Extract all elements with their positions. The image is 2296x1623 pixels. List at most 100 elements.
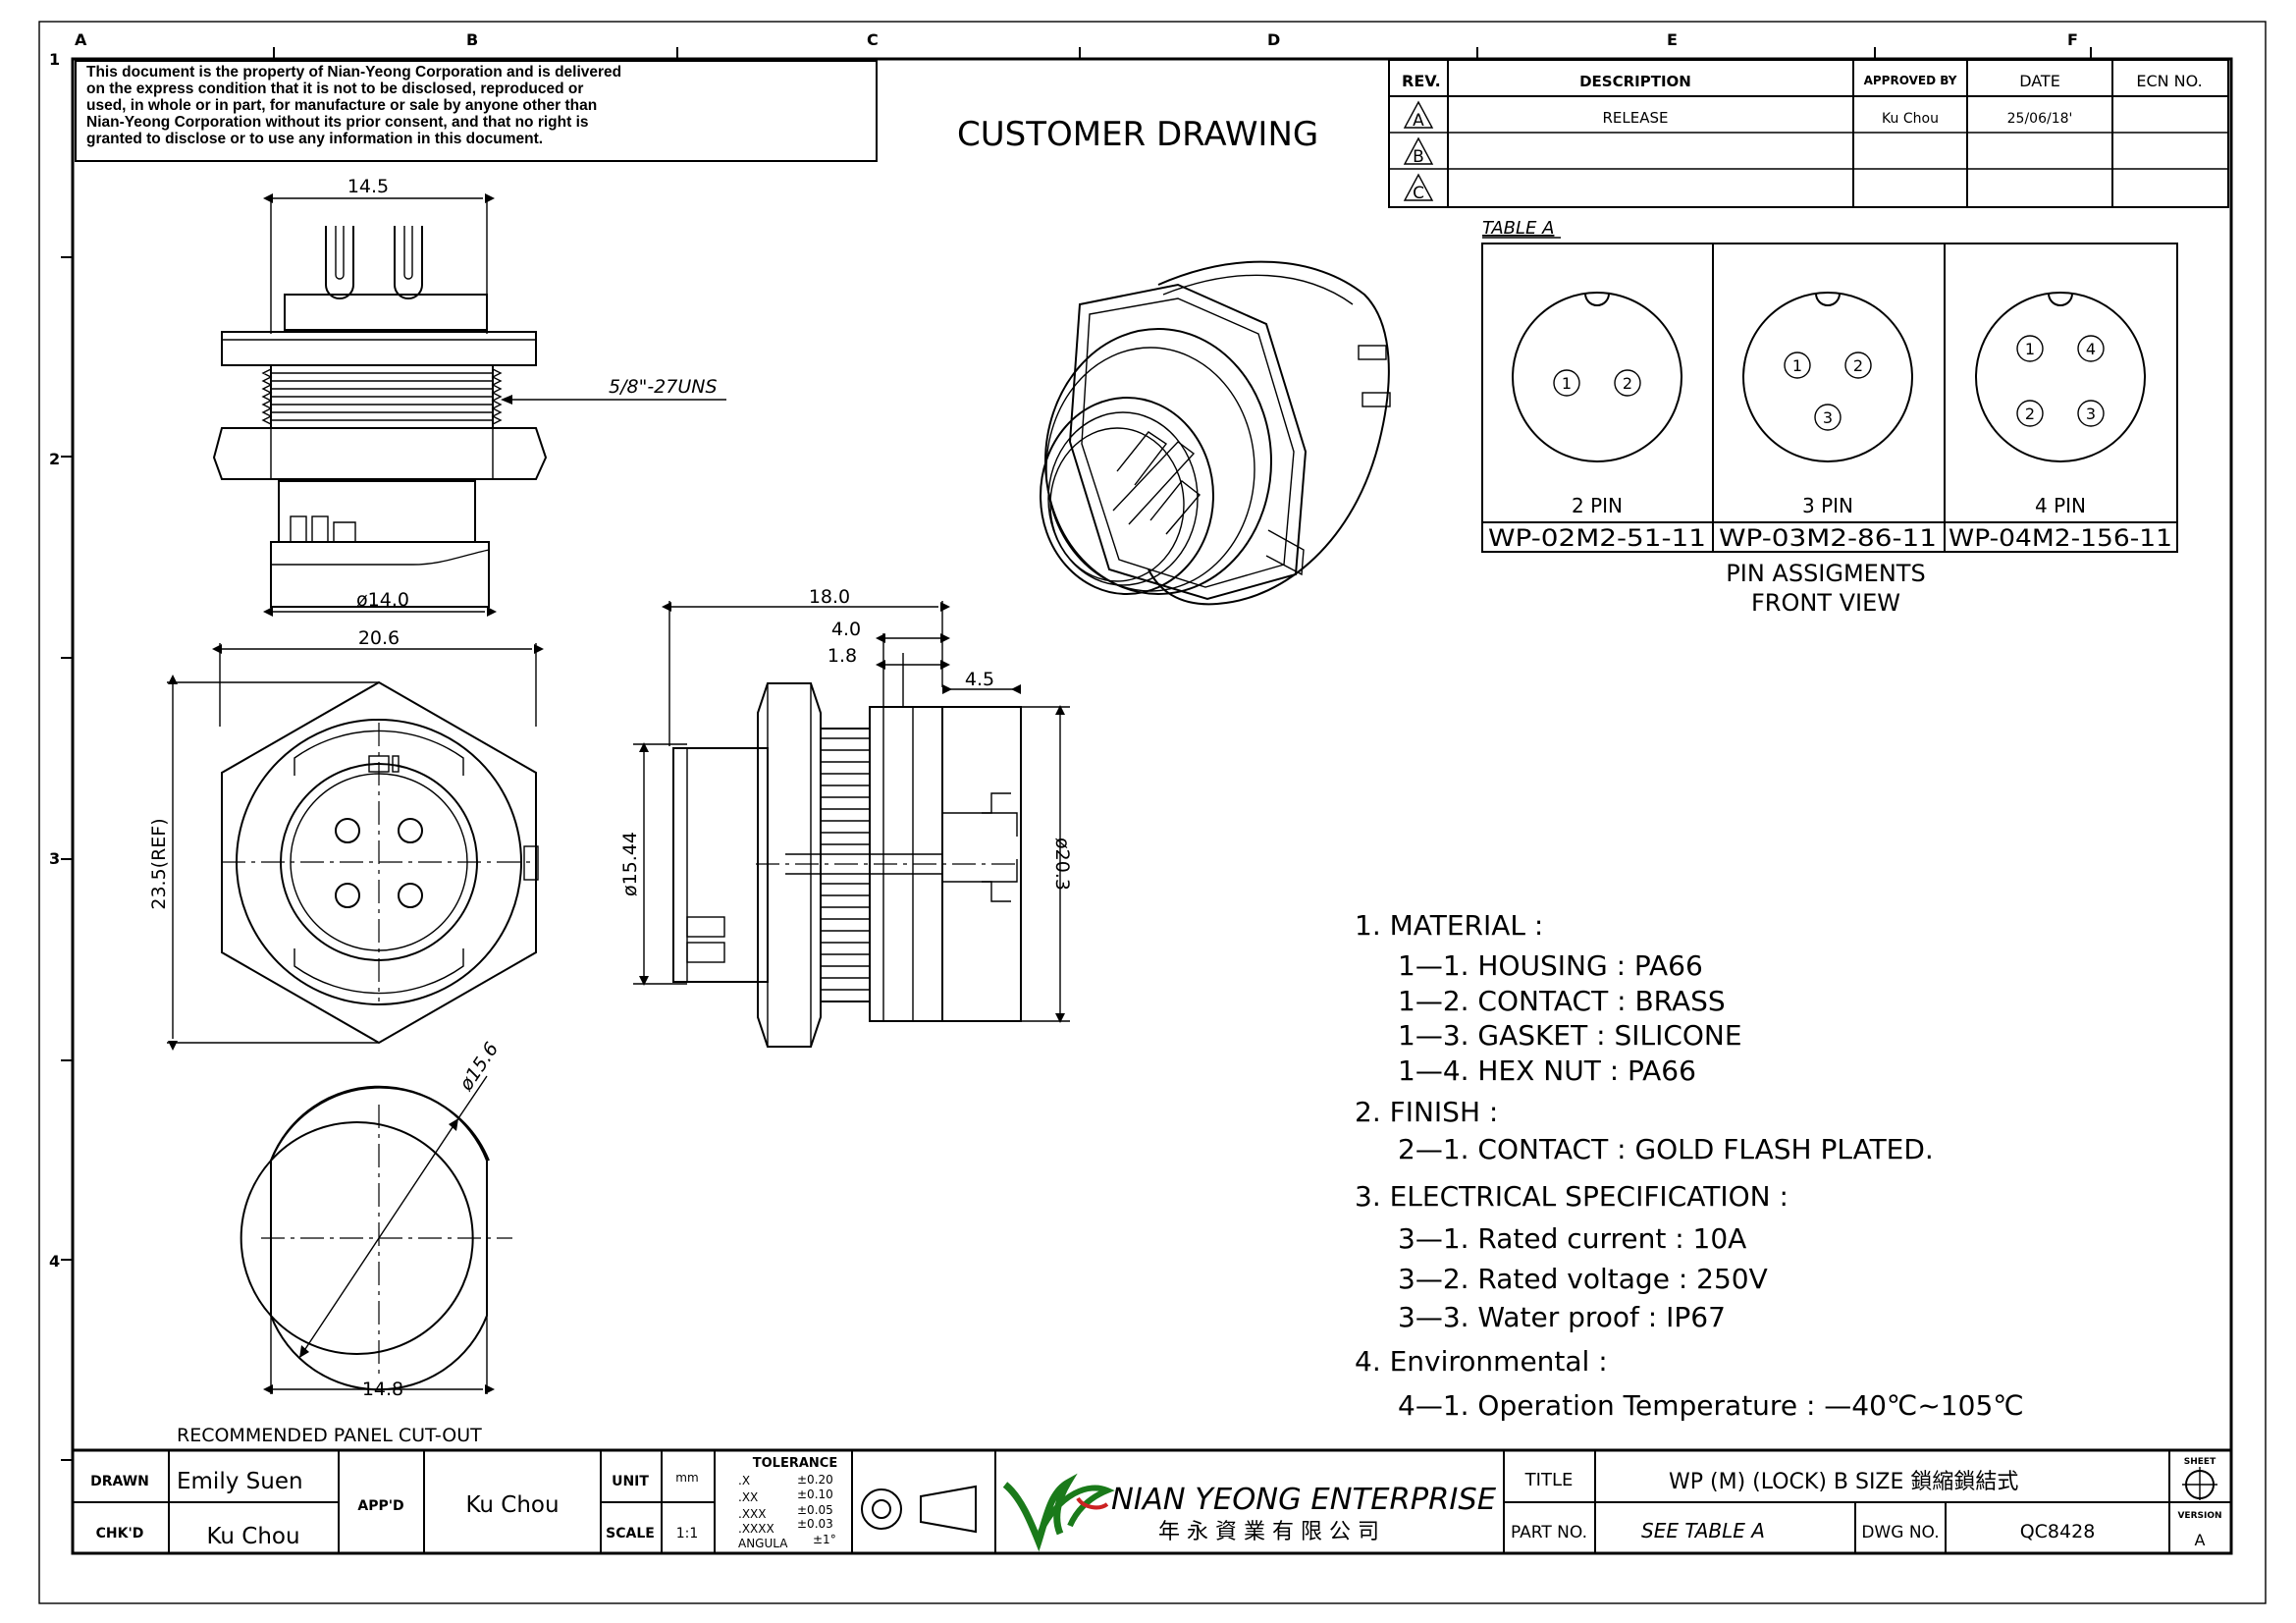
- dim-4: 4.0: [831, 619, 861, 640]
- company-logo-icon: [1002, 1473, 1115, 1552]
- rev-c: C: [1413, 184, 1424, 203]
- tolerance-title: TOLERANCE: [753, 1456, 837, 1471]
- revision-table: REV. DESCRIPTION APPROVED BY DATE ECN NO…: [1388, 59, 2229, 208]
- unit-value: mm: [675, 1471, 698, 1485]
- tol-k-5: ANGULA: [738, 1537, 788, 1550]
- description-header: DESCRIPTION: [1579, 73, 1691, 90]
- note-line-3: 1—2. CONTACT : BRASS: [1398, 985, 1726, 1017]
- rev-header: REV.: [1402, 72, 1441, 90]
- front-view: 20.6 23.5(REF): [148, 627, 544, 1051]
- cutout-label: RECOMMENDED PANEL CUT-OUT: [177, 1425, 482, 1446]
- col-label-f: F: [2067, 30, 2078, 49]
- note-line-2: 1—1. HOUSING : PA66: [1398, 949, 1703, 982]
- pin-count-4: 4 PIN: [2035, 494, 2086, 517]
- partno-label: PART NO.: [1511, 1523, 1587, 1542]
- table-a-title: TABLE A: [1482, 218, 1554, 239]
- pin2-label-1: 1: [1562, 374, 1572, 393]
- column-labels: A B C D E F: [75, 30, 2078, 49]
- dim-45: 4.5: [965, 669, 994, 690]
- note-line-11: 3—3. Water proof : IP67: [1398, 1301, 1726, 1333]
- note-line-7: 2—1. CONTACT : GOLD FLASH PLATED.: [1398, 1133, 1934, 1165]
- rev-b: B: [1413, 147, 1424, 167]
- pin4-label-2: 2: [2025, 405, 2035, 423]
- note-line-1: 1. MATERIAL :: [1355, 909, 1543, 942]
- dwgno-value: QC8428: [2020, 1521, 2096, 1542]
- pin4-label-3: 3: [2086, 405, 2096, 423]
- specification-notes: 1. MATERIAL : 1—1. HOUSING : PA66 1—2. C…: [1355, 909, 2024, 1422]
- scale-value: 1:1: [676, 1526, 699, 1542]
- unit-label: UNIT: [612, 1474, 649, 1489]
- note-line-13: 4—1. Operation Temperature : —40℃~105℃: [1398, 1389, 2024, 1422]
- part-no-4: WP-04M2-156-11: [1949, 524, 2172, 552]
- confidentiality-notice: This document is the property of Nian-Ye…: [75, 60, 878, 162]
- notice-line-3: used, in whole or in part, for manufactu…: [86, 97, 597, 114]
- pin3-label-3: 3: [1823, 408, 1833, 427]
- appd-label: APP'D: [357, 1498, 403, 1514]
- row-label-1: 1: [49, 50, 60, 69]
- col-label-d: D: [1267, 30, 1280, 49]
- col-label-a: A: [75, 30, 87, 49]
- note-line-5: 1—4. HEX NUT : PA66: [1398, 1055, 1696, 1087]
- sheet-label: SHEET: [2184, 1457, 2216, 1467]
- tol-v-3: ±0.05: [797, 1503, 833, 1517]
- pin-count-2: 2 PIN: [1572, 494, 1623, 517]
- tol-v-2: ±0.10: [797, 1488, 833, 1501]
- title-value: WP (M) (LOCK) B SIZE 鎖縮鎖結式: [1669, 1470, 2018, 1494]
- scale-label: SCALE: [606, 1526, 655, 1542]
- title-label: TITLE: [1524, 1470, 1574, 1490]
- tol-v-5: ±1°: [813, 1533, 836, 1546]
- row-label-2: 2: [49, 450, 60, 468]
- tol-k-1: .X: [738, 1474, 750, 1488]
- front-view-caption: FRONT VIEW: [1751, 589, 1900, 617]
- pin4-label-1: 1: [2025, 340, 2035, 358]
- tol-v-1: ±0.20: [797, 1473, 833, 1487]
- pin-diagram-3: 1 2 3: [1742, 292, 1913, 462]
- row-labels: 1 2 3 4: [49, 50, 60, 1271]
- col-label-c: C: [867, 30, 879, 49]
- rev-a-date: 25/06/18': [2007, 111, 2073, 127]
- side-view: 14.5 5/8"-27UNS ø14.0: [212, 176, 726, 617]
- part-no-2: WP-02M2-51-11: [1488, 524, 1706, 552]
- version-value: A: [2195, 1531, 2206, 1549]
- company-name: NIAN YEONG ENTERPRISE: [1111, 1483, 1496, 1517]
- pin3-label-1: 1: [1792, 356, 1802, 375]
- dim-hex-width: 20.6: [358, 627, 400, 649]
- dim-18: 1.8: [828, 645, 857, 667]
- isometric-view: [1040, 260, 1391, 606]
- dim-hex-height: 23.5(REF): [148, 818, 170, 909]
- note-line-10: 3—2. Rated voltage : 250V: [1398, 1263, 1768, 1295]
- pin-diagram-2: 1 2: [1512, 292, 1682, 462]
- drawing-heading: CUSTOMER DRAWING: [957, 115, 1318, 154]
- dim-side-width: 14.5: [347, 176, 389, 197]
- company-name-cn: 年 永 資 業 有 限 公 司: [1158, 1520, 1379, 1544]
- drawn-value: Emily Suen: [177, 1469, 303, 1494]
- col-label-b: B: [466, 30, 478, 49]
- rev-a-approved: Ku Chou: [1882, 111, 1939, 127]
- chkd-label: CHK'D: [96, 1526, 144, 1542]
- section-view: 18.0 4.0 1.8 4.5 ø15.44 ø20.3: [619, 586, 1073, 1048]
- dim-thread: 5/8"-27UNS: [609, 376, 718, 398]
- part-no-3: WP-03M2-86-11: [1719, 524, 1937, 552]
- approved-header: APPROVED BY: [1864, 74, 1957, 87]
- pin4-label-4: 4: [2086, 340, 2096, 358]
- date-header: DATE: [2019, 72, 2060, 90]
- dwgno-label: DWG NO.: [1861, 1523, 1939, 1542]
- table-a: TABLE A 1 2 1 2 3: [1481, 218, 2178, 617]
- pin-assignments-caption: PIN ASSIGMENTS: [1726, 560, 1925, 587]
- title-block: DRAWN Emily Suen CHK'D Ku Chou APP'D Ku …: [73, 1448, 2231, 1553]
- row-label-4: 4: [49, 1252, 60, 1271]
- note-line-12: 4. Environmental :: [1355, 1345, 1608, 1378]
- tol-k-4: .XXXX: [738, 1522, 774, 1536]
- note-line-6: 2. FINISH :: [1355, 1096, 1498, 1128]
- sheet-border: [38, 21, 2267, 1604]
- pin3-label-2: 2: [1853, 356, 1863, 375]
- notice-line-2: on the express condition that it is not …: [86, 81, 583, 97]
- notice-line-1: This document is the property of Nian-Ye…: [86, 64, 621, 81]
- version-label: VERSION: [2177, 1511, 2221, 1521]
- notice-line-4: Nian-Yeong Corporation without its prior…: [86, 114, 589, 131]
- note-line-8: 3. ELECTRICAL SPECIFICATION :: [1355, 1180, 1789, 1213]
- dim-length: 18.0: [809, 586, 850, 608]
- dim-dia1544: ø15.44: [619, 832, 641, 896]
- dim-base-dia: ø14.0: [356, 589, 409, 611]
